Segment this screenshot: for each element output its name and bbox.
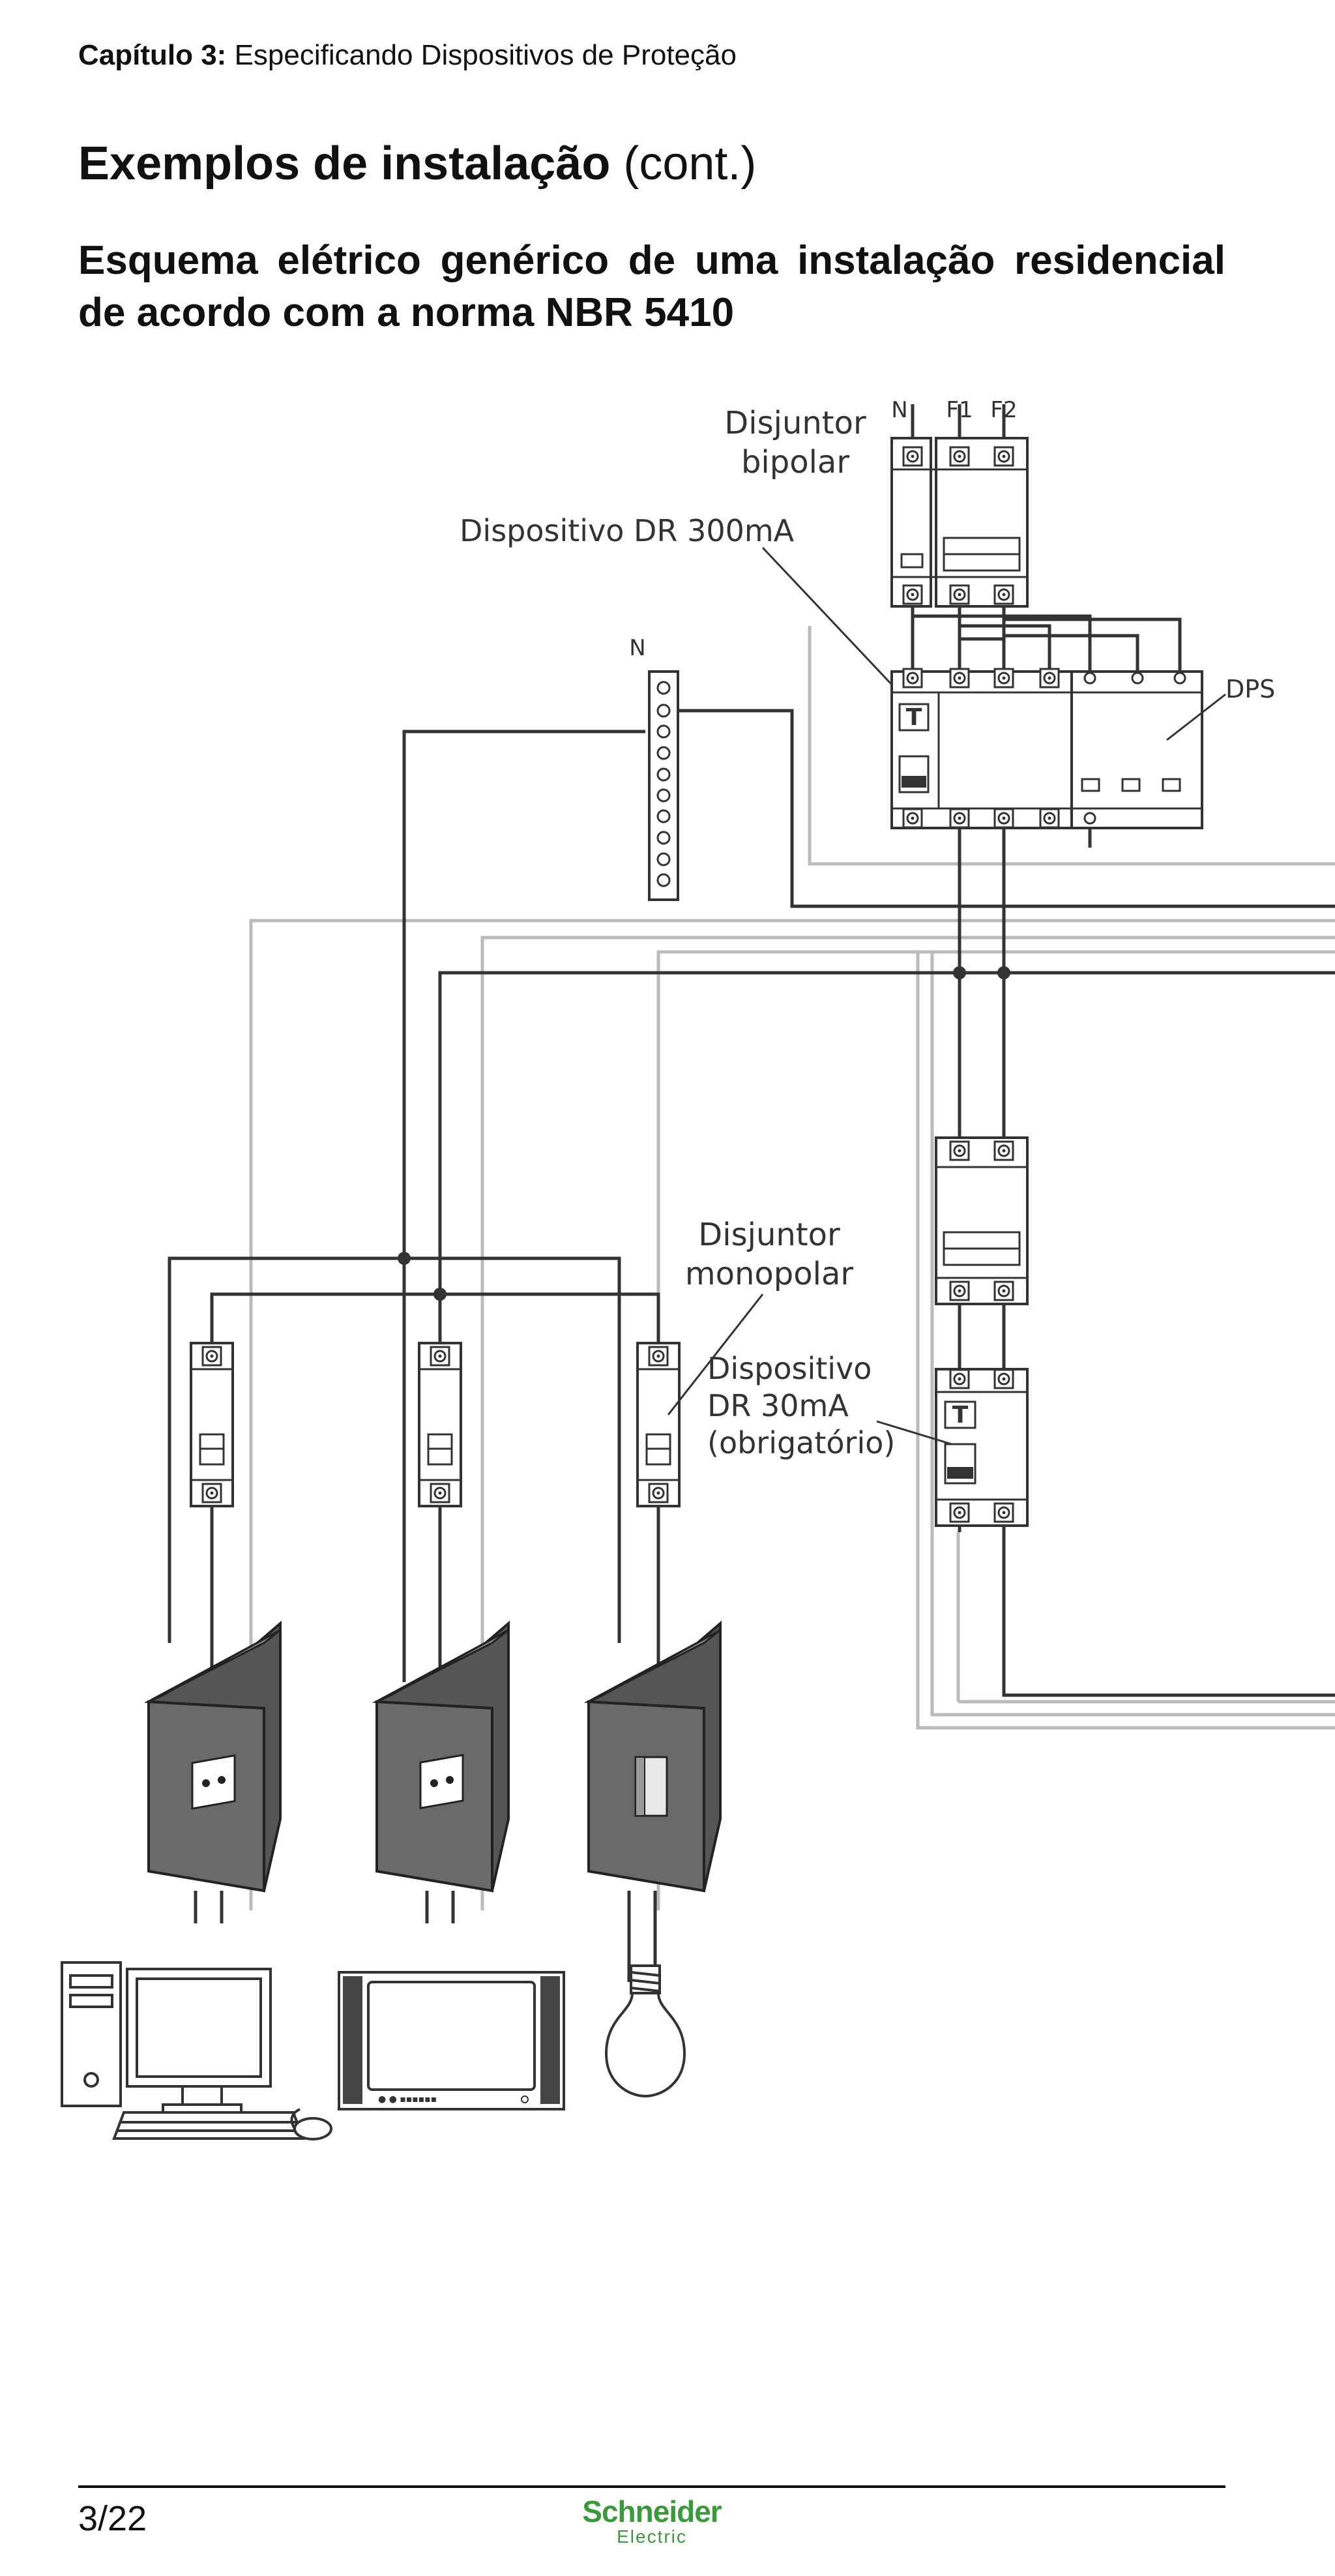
switch-plate (583, 1620, 722, 1893)
leader-lines (667, 546, 1226, 1445)
label-dps: DPS (1225, 675, 1275, 703)
dps-surge-protector (1070, 670, 1203, 829)
chapter-title: Especificando Dispositivos de Proteção (234, 39, 737, 71)
outlet-plate-2 (372, 1620, 510, 1893)
label-dr30-2: DR 30mA (707, 1388, 849, 1423)
junction-dots (398, 966, 1010, 1301)
label-dr30-3: (obrigatório) (707, 1425, 895, 1460)
tv-brand-text: ● ● ▪▪▪▪▪▪ (378, 2094, 437, 2105)
logo-brand-1: Schneider (582, 2495, 722, 2528)
label-n-top: N (891, 397, 907, 423)
rcd-300-test-symbol: T (906, 704, 922, 731)
label-dr30-1: Dispositivo (707, 1351, 872, 1386)
bipolar-breaker (890, 437, 1029, 608)
section-subtitle: Esquema elétrico genérico de uma instala… (78, 235, 1225, 339)
label-disjuntor-mono-1: Disjuntor (698, 1217, 840, 1253)
chapter-prefix: Capítulo 3: (78, 39, 227, 71)
page-number: 3/22 (78, 2499, 147, 2538)
page-title: Exemplos de instalação (cont.) (78, 137, 756, 190)
label-dr-300: Dispositivo DR 300mA (460, 513, 795, 548)
label-disjuntor-bipolar-2: bipolar (741, 444, 849, 481)
branch-bipolar-breaker (935, 1136, 1029, 1305)
label-disjuntor-bipolar-1: Disjuntor (724, 405, 866, 441)
computer-icon (61, 1961, 332, 2140)
title-suffix: (cont.) (623, 138, 757, 190)
label-f2: F2 (990, 397, 1017, 423)
tv-icon: ● ● ▪▪▪▪▪▪ (338, 1971, 565, 2110)
title-main: Exemplos de instalação (78, 138, 611, 190)
rcd-300ma: T (890, 668, 1073, 829)
label-n-bar: N (629, 635, 645, 661)
rcd-30ma: T (935, 1368, 1029, 1527)
rcd-30-test-symbol: T (952, 1402, 969, 1429)
footer-rule (78, 2485, 1225, 2488)
neutral-bar (648, 670, 679, 901)
subtitle-line-2: de acordo com a norma NBR 5410 (78, 290, 735, 335)
wiring-diagram: T (61, 397, 1335, 2140)
monopolar-breaker-3 (636, 1342, 681, 1507)
chapter-header: Capítulo 3: Especificando Dispositivos d… (78, 39, 737, 72)
monopolar-breaker-2 (418, 1342, 462, 1507)
outlet-plate-1 (143, 1620, 282, 1893)
label-disjuntor-mono-2: monopolar (685, 1256, 854, 1292)
diagram-labels: N F1 F2 Disjuntor bipolar Dispositivo DR… (460, 397, 1275, 1460)
subtitle-line-1: Esquema elétrico genérico de uma instala… (78, 238, 1225, 283)
schneider-logo: Schneider Electric (574, 2496, 730, 2547)
light-bulb-icon (604, 1964, 686, 2098)
label-f1: F1 (946, 397, 973, 423)
monopolar-breaker-1 (190, 1342, 234, 1507)
dark-wires (168, 404, 1335, 1982)
logo-brand-2: Electric (617, 2526, 687, 2547)
